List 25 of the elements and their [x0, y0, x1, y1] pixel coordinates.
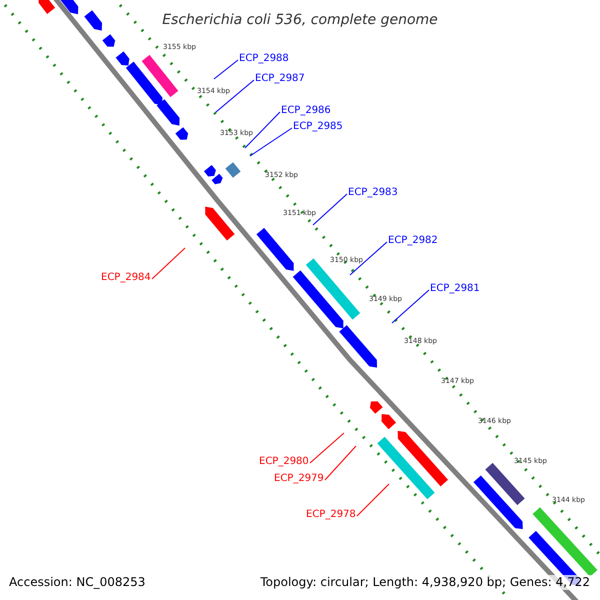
- gene-label: ECP_2984: [101, 272, 151, 284]
- gene-label: ECP_2980: [259, 456, 309, 468]
- leader-line: [216, 80, 254, 112]
- leader-line: [310, 432, 344, 464]
- gene-label: ECP_2979: [274, 473, 324, 485]
- accession-text: Accession: NC_008253: [9, 575, 146, 590]
- leader-line: [356, 484, 390, 516]
- leader-line: [244, 112, 280, 148]
- gene-label: ECP_2983: [348, 187, 398, 199]
- gene-label: ECP_2988: [239, 53, 289, 65]
- gene-label: ECP_2985: [293, 121, 343, 133]
- leader-line: [312, 194, 348, 226]
- gene-label: ECP_2978: [306, 509, 356, 521]
- leader-line: [350, 242, 388, 276]
- genome-summary-text: Topology: circular; Length: 4,938,920 bp; Genes: 4,722: [258, 575, 592, 590]
- gene-label: ECP_2981: [430, 283, 480, 295]
- leader-line: [250, 128, 292, 156]
- title: Escherichia coli 536, complete genome: [162, 12, 438, 28]
- gene-label: ECP_2982: [388, 235, 438, 247]
- leader-line: [324, 446, 356, 480]
- leader-line: [152, 248, 186, 280]
- gene-label: ECP_2986: [281, 105, 331, 117]
- gene-label: ECP_2987: [255, 73, 305, 85]
- leader-line: [214, 60, 238, 80]
- leader-line: [392, 290, 430, 324]
